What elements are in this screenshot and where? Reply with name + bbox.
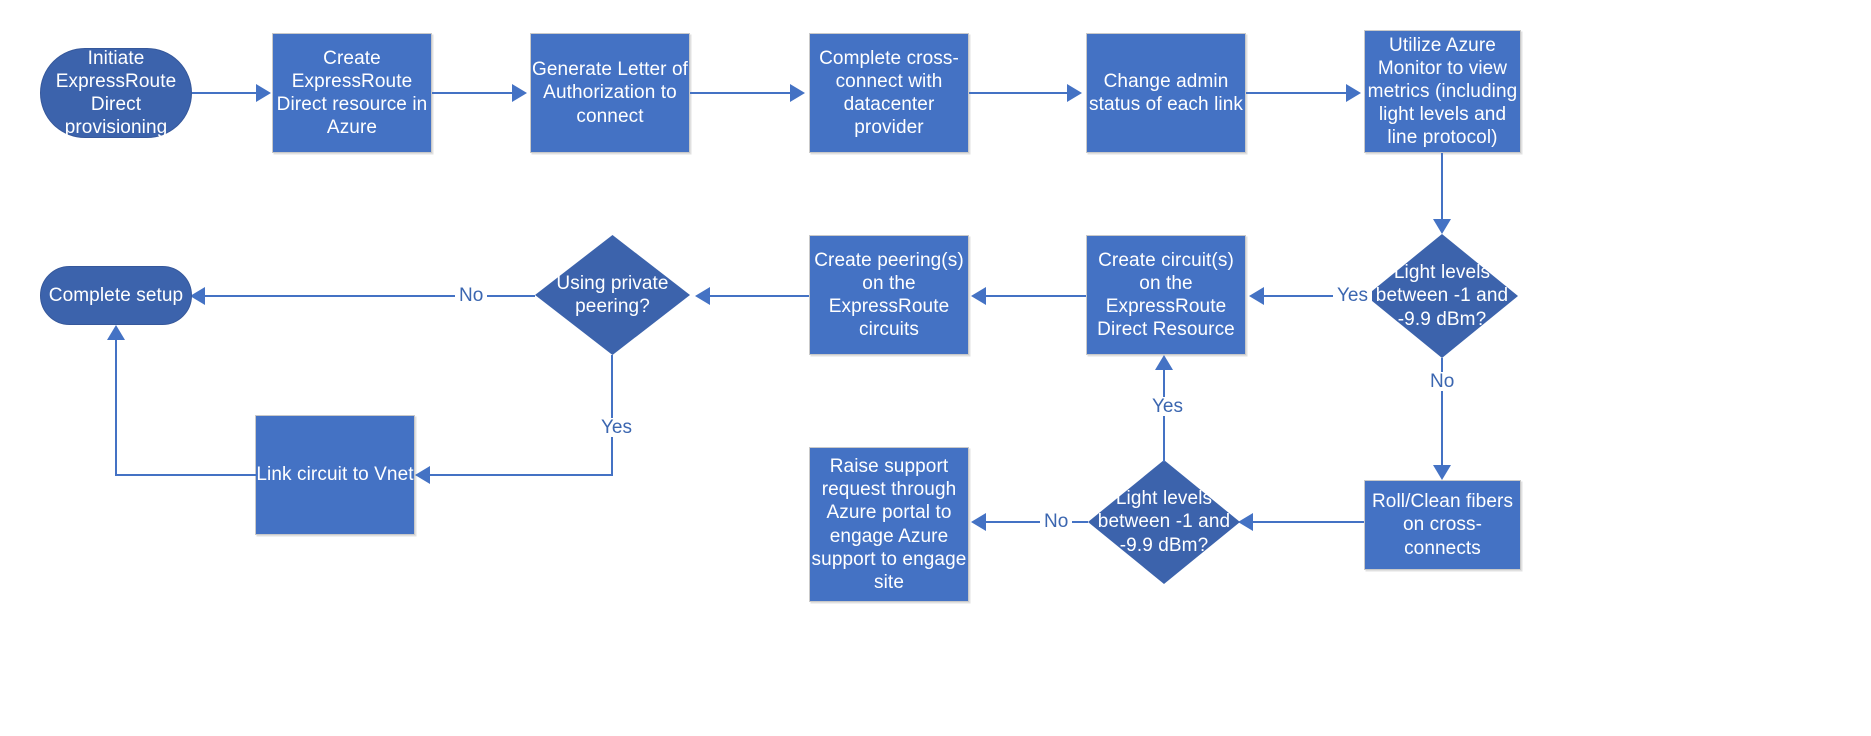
edge-light-check-2-no bbox=[986, 521, 1088, 523]
edge-link-vnet-to-complete-setup-vertical bbox=[115, 340, 117, 475]
node-complete-setup[interactable]: Complete setup bbox=[40, 266, 192, 325]
node-initiate-provisioning[interactable]: Initiate ExpressRoute Direct provisionin… bbox=[40, 48, 192, 138]
edge-loa-to-cross-connect bbox=[690, 92, 790, 94]
edge-label-light1-yes: Yes bbox=[1333, 286, 1372, 305]
node-label: Light levels between -1 and -9.9 dBm? bbox=[1375, 262, 1509, 330]
edge-private-peering-yes-horizontal bbox=[430, 474, 613, 476]
edge-private-peering-no bbox=[205, 295, 535, 297]
node-label: Complete cross-connect with datacenter p… bbox=[819, 47, 959, 139]
edge-admin-status-to-azure-monitor bbox=[1246, 92, 1346, 94]
node-generate-letter-of-authorization[interactable]: Generate Letter of Authorization to conn… bbox=[530, 33, 690, 153]
node-complete-cross-connect[interactable]: Complete cross-connect with datacenter p… bbox=[809, 33, 969, 153]
edge-link-vnet-to-complete-setup-horizontal bbox=[115, 474, 256, 476]
arrowhead-left-icon bbox=[1249, 287, 1264, 305]
arrowhead-left-icon bbox=[971, 513, 986, 531]
edge-light-check-2-yes bbox=[1163, 370, 1165, 462]
arrowhead-right-icon bbox=[790, 84, 805, 102]
edge-start-to-create-resource bbox=[192, 92, 256, 94]
node-label: Generate Letter of Authorization to conn… bbox=[531, 59, 688, 127]
node-utilize-azure-monitor[interactable]: Utilize Azure Monitor to view metrics (i… bbox=[1364, 30, 1521, 153]
edge-create-resource-to-loa bbox=[432, 92, 512, 94]
arrowhead-down-icon bbox=[1433, 465, 1451, 480]
node-change-admin-status[interactable]: Change admin status of each link bbox=[1086, 33, 1246, 153]
arrowhead-left-icon bbox=[415, 466, 430, 484]
edge-light-check-1-yes bbox=[1264, 295, 1366, 297]
edge-cross-connect-to-admin-status bbox=[969, 92, 1067, 94]
arrowhead-right-icon bbox=[1067, 84, 1082, 102]
node-label: Change admin status of each link bbox=[1089, 70, 1243, 115]
node-create-expressroute-direct-resource[interactable]: Create ExpressRoute Direct resource in A… bbox=[272, 33, 432, 153]
node-label: Using private peering? bbox=[556, 272, 669, 317]
node-label: Light levels between -1 and -9.9 dBm? bbox=[1097, 488, 1231, 556]
arrowhead-left-icon bbox=[971, 287, 986, 305]
arrowhead-left-icon bbox=[1238, 513, 1253, 531]
node-label: Complete setup bbox=[48, 284, 184, 306]
node-link-circuit-to-vnet[interactable]: Link circuit to Vnet bbox=[255, 415, 415, 535]
node-label: Create circuit(s) on the ExpressRoute Di… bbox=[1097, 249, 1235, 341]
edge-create-peerings-to-private-peering bbox=[710, 295, 809, 297]
node-light-levels-check-2[interactable]: Light levels between -1 and -9.9 dBm? bbox=[1088, 460, 1240, 584]
node-label: Raise support request through Azure port… bbox=[811, 455, 967, 593]
edge-label-light2-no: No bbox=[1040, 512, 1073, 531]
node-label: Initiate ExpressRoute Direct provisionin… bbox=[55, 47, 177, 139]
arrowhead-left-icon bbox=[695, 287, 710, 305]
node-label: Utilize Azure Monitor to view metrics (i… bbox=[1367, 34, 1518, 149]
arrowhead-right-icon bbox=[256, 84, 271, 102]
edge-label-light1-no: No bbox=[1426, 372, 1459, 391]
edge-azure-monitor-to-light-check-1 bbox=[1441, 153, 1443, 219]
node-light-levels-check-1[interactable]: Light levels between -1 and -9.9 dBm? bbox=[1366, 234, 1518, 358]
node-create-peerings[interactable]: Create peering(s) on the ExpressRoute ci… bbox=[809, 235, 969, 355]
node-label: Roll/Clean fibers on cross-connects bbox=[1371, 491, 1514, 559]
arrowhead-up-icon bbox=[107, 325, 125, 340]
node-using-private-peering[interactable]: Using private peering? bbox=[535, 235, 690, 355]
edge-label-light2-yes: Yes bbox=[1148, 397, 1187, 416]
node-label: Link circuit to Vnet bbox=[256, 464, 414, 486]
edge-light-check-1-no bbox=[1441, 358, 1443, 465]
arrowhead-up-icon bbox=[1155, 355, 1173, 370]
edge-create-circuits-to-create-peerings bbox=[986, 295, 1086, 297]
node-create-circuits[interactable]: Create circuit(s) on the ExpressRoute Di… bbox=[1086, 235, 1246, 355]
edge-private-peering-yes-vertical bbox=[611, 355, 613, 475]
node-raise-support-request[interactable]: Raise support request through Azure port… bbox=[809, 447, 969, 602]
edge-label-peering-yes: Yes bbox=[597, 418, 636, 437]
arrowhead-left-icon bbox=[190, 287, 205, 305]
node-label: Create peering(s) on the ExpressRoute ci… bbox=[814, 249, 964, 341]
node-roll-clean-fibers[interactable]: Roll/Clean fibers on cross-connects bbox=[1364, 480, 1521, 570]
node-label: Create ExpressRoute Direct resource in A… bbox=[276, 47, 428, 139]
edge-roll-clean-to-light-check-2 bbox=[1253, 521, 1364, 523]
arrowhead-right-icon bbox=[512, 84, 527, 102]
edge-label-peering-no: No bbox=[455, 286, 488, 305]
arrowhead-down-icon bbox=[1433, 219, 1451, 234]
arrowhead-right-icon bbox=[1346, 84, 1361, 102]
